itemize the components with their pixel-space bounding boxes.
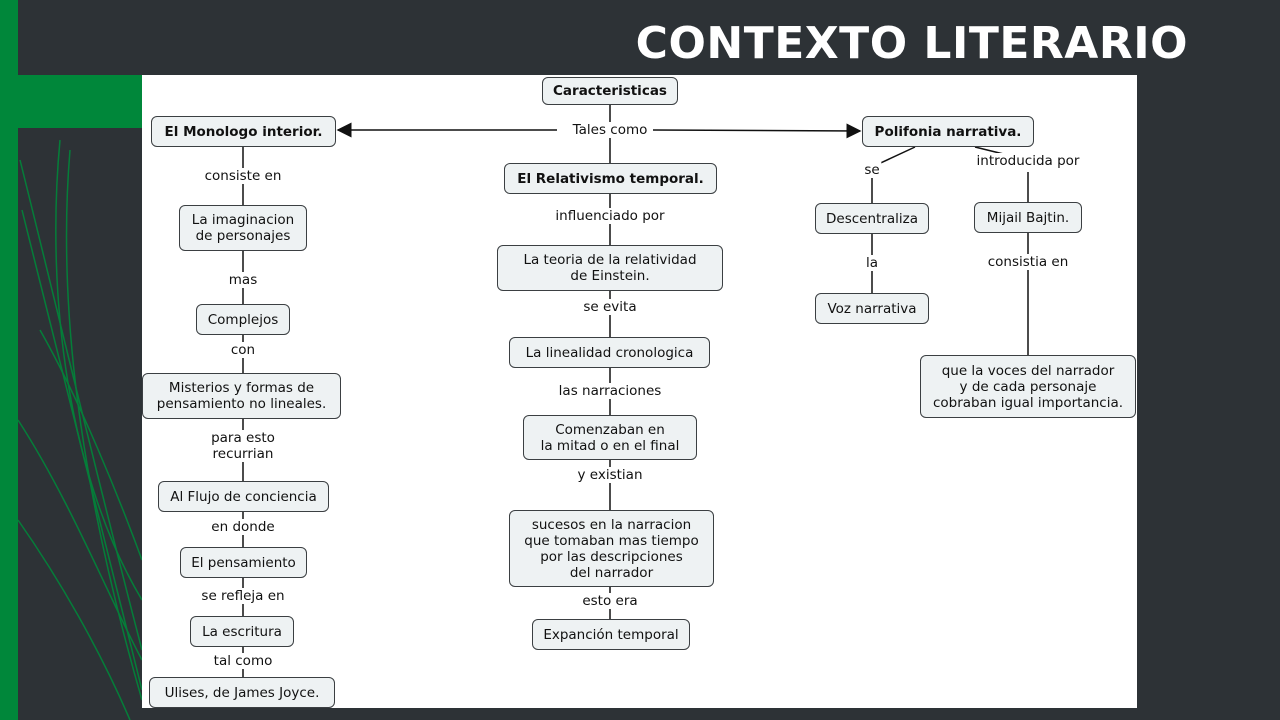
node-descentraliza: Descentraliza (815, 203, 929, 234)
node-voz-narrativa: Voz narrativa (815, 293, 929, 324)
link-se-refleja-en: se refleja en (199, 588, 287, 604)
link-para-esto: para esto recurrian (209, 430, 277, 462)
link-la: la (863, 255, 881, 271)
node-voces-igual-importancia: que la voces del narrador y de cada pers… (920, 355, 1136, 418)
link-se: se (862, 162, 882, 178)
node-imaginacion: La imaginacion de personajes (179, 205, 307, 251)
node-sucesos: sucesos en la narracion que tomaban mas … (509, 510, 714, 587)
node-flujo: Al Flujo de conciencia (158, 481, 329, 512)
link-consistia-en: consistia en (985, 254, 1071, 270)
node-escritura: La escritura (190, 616, 294, 647)
node-caracteristicas: Caracteristicas (542, 77, 678, 105)
concept-map: Caracteristicas Tales como El Monologo i… (142, 75, 1137, 708)
link-se-evita: se evita (581, 299, 639, 315)
node-relativismo: El Relativismo temporal. (504, 163, 717, 194)
link-influenciado-por: influenciado por (553, 208, 667, 224)
node-comenzaban: Comenzaban en la mitad o en el final (523, 415, 697, 460)
link-introducida-por: introducida por (974, 153, 1082, 169)
link-las-narraciones: las narraciones (556, 383, 664, 399)
node-mijail-bajtin: Mijail Bajtin. (974, 202, 1082, 233)
node-pensamiento: El pensamiento (180, 547, 307, 578)
link-mas: mas (226, 272, 260, 288)
accent-tab (0, 75, 142, 128)
link-consiste-en: consiste en (202, 168, 284, 184)
node-complejos: Complejos (196, 304, 290, 335)
node-expansion-temporal: Expanción temporal (532, 619, 690, 650)
node-polifonia: Polifonia narrativa. (862, 116, 1034, 147)
link-y-existian: y existian (575, 467, 645, 483)
node-misterios: Misterios y formas de pensamiento no lin… (142, 373, 341, 419)
link-con: con (228, 342, 258, 358)
link-en-donde: en donde (209, 519, 277, 535)
slide-title: CONTEXTO LITERARIO (635, 18, 1188, 69)
node-teoria-relatividad: La teoria de la relatividad de Einstein. (497, 245, 723, 291)
accent-strip (0, 0, 18, 720)
node-monologo: El Monologo interior. (151, 116, 336, 147)
node-linealidad: La linealidad cronologica (509, 337, 710, 368)
link-tal-como: tal como (211, 653, 275, 669)
node-ulises: Ulises, de James Joyce. (149, 677, 335, 708)
link-tales-como: Tales como (570, 122, 650, 138)
link-esto-era: esto era (580, 593, 640, 609)
